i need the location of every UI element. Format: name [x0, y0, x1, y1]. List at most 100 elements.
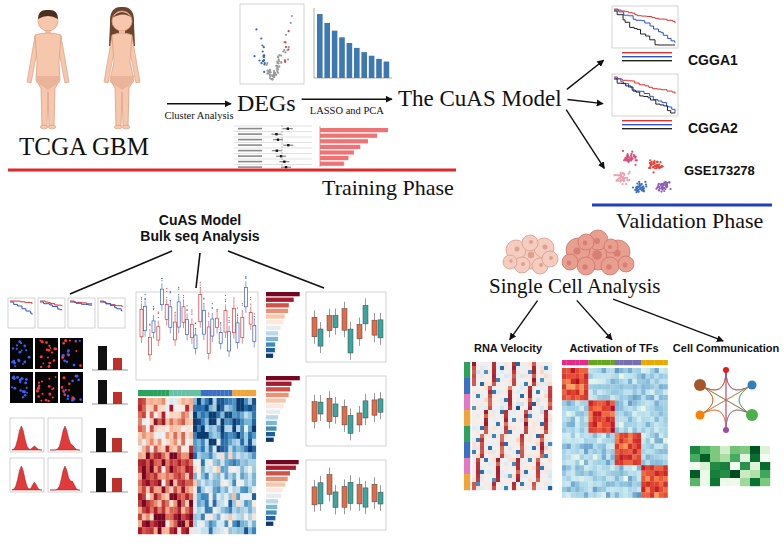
expression-heatmap-cell	[142, 459, 146, 466]
velocity-grid-cell	[492, 370, 496, 374]
velocity-grid-cell	[524, 446, 528, 450]
expression-heatmap-cell	[154, 466, 158, 473]
velocity-heatmap	[464, 362, 552, 490]
table-rule	[234, 126, 312, 127]
outlier	[229, 322, 230, 323]
bar	[266, 522, 273, 526]
histogram	[50, 426, 80, 450]
bar	[266, 314, 285, 318]
velocity-grid-cell	[500, 454, 504, 458]
velocity-grid-cell	[512, 378, 516, 382]
expression-heatmap-cell	[217, 412, 221, 419]
velocity-grid-cell	[492, 426, 496, 430]
whisker	[149, 332, 150, 361]
expression-heatmap-cell	[158, 527, 162, 534]
expression-heatmap-cell	[173, 507, 177, 514]
expression-heatmap-cell	[138, 466, 142, 473]
nucleus-dot	[52, 387, 54, 389]
outlier	[220, 323, 221, 324]
velocity-grid-cell	[484, 414, 488, 418]
expression-heatmap-cell	[236, 466, 240, 473]
expression-heatmap-cell	[189, 527, 193, 534]
velocity-grid-cell	[540, 406, 544, 410]
outlier	[187, 310, 188, 311]
expression-heatmap-cell	[162, 432, 166, 439]
velocity-grid-cell	[512, 462, 516, 466]
velocity-grid-cell	[488, 438, 492, 442]
expression-heatmap-cell	[244, 473, 248, 480]
outlier	[166, 288, 167, 289]
cell-point	[658, 183, 660, 185]
bar	[266, 466, 296, 470]
expression-heatmap-cell	[236, 493, 240, 500]
velocity-grid-cell	[504, 414, 508, 418]
expression-heatmap-cell	[244, 480, 248, 487]
expression-heatmap-cell	[209, 418, 213, 425]
expression-heatmap-cell	[217, 418, 221, 425]
velocity-grid-cell	[524, 370, 528, 374]
velocity-grid-cell	[540, 394, 544, 398]
velocity-grid-cell	[540, 462, 544, 466]
plot-frame	[306, 460, 386, 530]
data-point	[270, 74, 272, 76]
velocity-grid-cell	[540, 430, 544, 434]
bar	[98, 346, 107, 370]
cell-point	[621, 183, 623, 185]
expression-heatmap-cell	[154, 493, 158, 500]
outlier	[141, 297, 142, 298]
expression-heatmap-cell	[142, 473, 146, 480]
plot-frame	[38, 298, 65, 328]
expression-heatmap-cell	[217, 459, 221, 466]
cell-point	[652, 166, 654, 168]
velocity-grid-cell	[516, 422, 520, 426]
velocity-grid-cell	[476, 462, 480, 466]
outlier	[153, 308, 154, 309]
expression-heatmap-cell	[189, 514, 193, 521]
velocity-grid-cell	[516, 446, 520, 450]
velocity-grid-cell	[544, 366, 548, 370]
velocity-grid-cell	[476, 394, 480, 398]
velocity-grid-cell	[544, 426, 548, 430]
nucleus-dot	[67, 353, 69, 355]
velocity-grid-cell	[500, 434, 504, 438]
outlier	[250, 299, 251, 300]
box	[348, 482, 353, 503]
expression-heatmap-cell	[166, 459, 170, 466]
velocity-grid-cell	[524, 458, 528, 462]
expression-heatmap-cell	[162, 412, 166, 419]
expression-heatmap-cell	[221, 425, 225, 432]
expression-heatmap-cell	[154, 446, 158, 453]
expression-heatmap-cell	[146, 439, 150, 446]
expression-heatmap-cell	[146, 446, 150, 453]
whisker	[158, 321, 159, 346]
velocity-grid-cell	[496, 414, 500, 418]
velocity-grid-cell	[480, 438, 484, 442]
axis	[92, 404, 128, 405]
risk-table-row	[622, 124, 672, 125]
velocity-grid-cell	[540, 390, 544, 394]
cell-point	[624, 177, 626, 179]
velocity-grid-cell	[528, 414, 532, 418]
velocity-grid-cell	[500, 438, 504, 442]
velocity-grid-cell	[488, 422, 492, 426]
expression-heatmap-cell	[244, 493, 248, 500]
nucleus-dot	[22, 396, 24, 398]
data-point	[282, 50, 284, 52]
expression-heatmap-cell	[154, 507, 158, 514]
velocity-grid-cell	[508, 374, 512, 378]
velocity-grid-cell	[480, 410, 484, 414]
data-point	[276, 68, 278, 70]
velocity-grid-cell	[484, 366, 488, 370]
plot-frame	[612, 6, 678, 48]
expression-heatmap-cell	[248, 493, 252, 500]
fluorescence-image	[60, 338, 83, 369]
velocity-grid-cell	[500, 430, 504, 434]
velocity-grid-cell	[500, 410, 504, 414]
cell-nucleus	[573, 247, 580, 254]
velocity-grid-cell	[480, 414, 484, 418]
velocity-grid-cell	[520, 430, 524, 434]
box	[211, 319, 214, 336]
bar	[266, 505, 277, 509]
velocity-grid-cell	[524, 402, 528, 406]
velocity-grid-cell	[476, 410, 480, 414]
